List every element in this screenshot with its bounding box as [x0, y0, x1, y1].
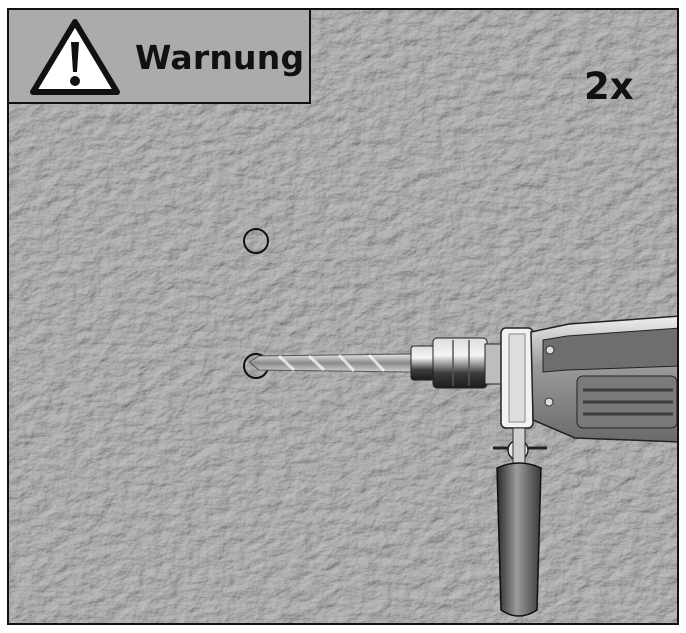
warning-banner: Warnung	[9, 10, 311, 104]
warning-triangle-icon	[30, 19, 120, 95]
upper-drill-hole-mark	[243, 228, 269, 254]
drill-chuck	[410, 337, 504, 389]
textured-wall	[9, 10, 677, 623]
drill-body	[530, 315, 677, 443]
quantity-label: 2x	[584, 65, 634, 108]
illustration-frame: Warnung 2x	[7, 8, 679, 625]
drill-bit	[248, 353, 414, 373]
side-handle	[496, 427, 542, 617]
hammer-drill	[248, 315, 677, 617]
warning-label: Warnung	[135, 38, 305, 77]
